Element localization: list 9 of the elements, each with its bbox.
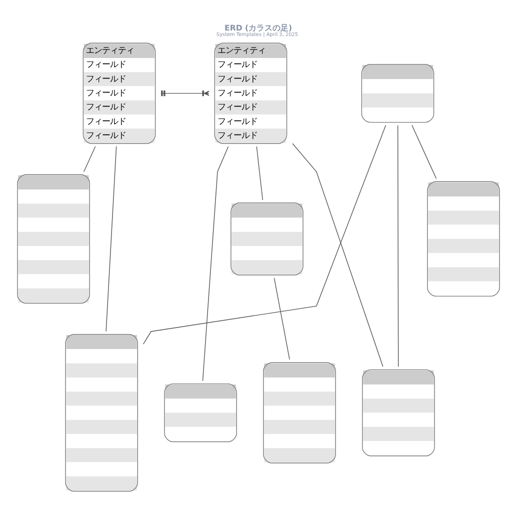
connector [396, 125, 398, 368]
connector [202, 146, 228, 382]
connector [105, 146, 116, 332]
connector [273, 278, 290, 360]
connector [82, 146, 96, 172]
connector [142, 124, 386, 344]
connector [411, 124, 436, 180]
connector [292, 143, 383, 367]
connector [256, 146, 263, 200]
